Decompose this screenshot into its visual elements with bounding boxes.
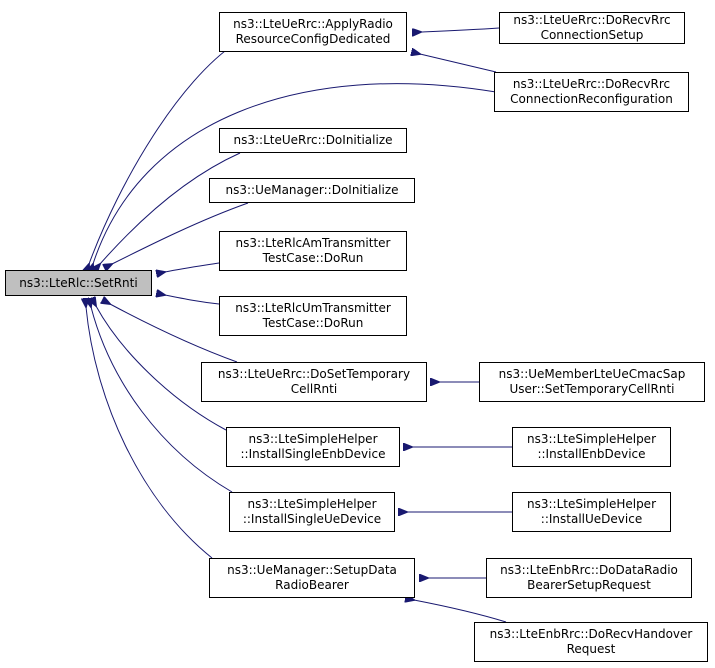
edge-setupdrb-to-setrnti (86, 307, 213, 559)
node-ueinit[interactable]: ns3::LteUeRrc::DoInitialize (219, 128, 407, 153)
node-singleenb[interactable]: ns3::LteSimpleHelper::InstallSingleEnbDe… (226, 427, 400, 467)
node-label-line: TestCase::DoRun (262, 316, 364, 330)
node-label-line: ns3::LteUeRrc::DoRecvRrc (512, 77, 671, 91)
node-label-line: ns3::LteSimpleHelper (527, 432, 656, 446)
node-label-line: ns3::LteRlcAmTransmitter (235, 236, 391, 250)
node-label-line: Request (566, 642, 616, 656)
node-label-line: ns3::LteEnbRrc::DoDataRadio (500, 563, 678, 577)
node-label-line: ns3::UeManager::DoInitialize (225, 183, 399, 197)
node-label-line: TestCase::DoRun (262, 251, 364, 265)
node-uemgrinit[interactable]: ns3::UeManager::DoInitialize (209, 178, 415, 203)
node-label-line: ns3::LteSimpleHelper (247, 497, 377, 511)
node-label-line: ns3::LteUeRrc::ApplyRadio (233, 17, 393, 31)
node-label-line: ::InstallSingleEnbDevice (240, 447, 386, 461)
node-label-line: ConnectionReconfiguration (510, 92, 673, 106)
edge-amtx-to-setrnti (165, 262, 220, 272)
edge-dorecvreconf-to-setrnti (93, 83, 497, 264)
node-label-line: ns3::LteRlc::SetRnti (19, 275, 138, 290)
edge-umtx-to-setrnti (165, 295, 220, 305)
node-installue[interactable]: ns3::LteSimpleHelper::InstallUeDevice (512, 492, 671, 532)
node-label-line: ::InstallSingleUeDevice (242, 512, 382, 526)
node-label-line: CellRnti (290, 382, 338, 396)
edge-ueinit-to-setrnti (100, 152, 241, 264)
edge-dorecvho-to-setupdrb (414, 600, 507, 623)
edge-dorecvsetup-to-applyradio (421, 27, 500, 32)
node-label-line: ns3::LteEnbRrc::DoRecvHandover (489, 627, 693, 641)
node-label-line: RadioBearer (275, 578, 349, 592)
node-installenb[interactable]: ns3::LteSimpleHelper::InstallEnbDevice (512, 427, 671, 467)
node-label-line: ns3::LteRlcUmTransmitter (235, 301, 391, 315)
edge-singleenb-to-setrnti (96, 306, 227, 431)
node-singleue[interactable]: ns3::LteSimpleHelper::InstallSingleUeDev… (229, 492, 395, 532)
node-label-line: ns3::UeMemberLteUeCmacSap (498, 367, 686, 381)
node-label-line: ResourceConfigDedicated (235, 32, 391, 46)
edge-applyradio-to-setrnti (89, 42, 237, 264)
edge-uemgrinit-to-setrnti (112, 202, 249, 264)
node-label-line: ::InstallUeDevice (540, 512, 643, 526)
edge-dorecvreconf-to-applyradio (420, 54, 497, 73)
node-label-line: User::SetTemporaryCellRnti (509, 382, 675, 396)
edge-singleue-to-setrnti (91, 307, 233, 493)
node-label-line: BearerSetupRequest (527, 578, 651, 592)
node-label-line: ns3::UeManager::SetupData (227, 563, 397, 577)
node-label-line: ns3::LteUeRrc::DoRecvRrc (513, 13, 671, 27)
edge-dosettemp-to-setrnti (110, 304, 238, 363)
node-label-line: ns3::LteUeRrc::DoSetTemporary (217, 367, 411, 381)
node-setrnti: ns3::LteRlc::SetRnti (5, 270, 152, 296)
node-label-line: ns3::LteSimpleHelper (527, 497, 656, 511)
node-label-line: ns3::LteUeRrc::DoInitialize (233, 133, 393, 147)
node-label-line: ns3::LteSimpleHelper (248, 432, 378, 446)
node-label-line: ::InstallEnbDevice (537, 447, 646, 461)
node-label-line: ConnectionSetup (540, 28, 644, 42)
